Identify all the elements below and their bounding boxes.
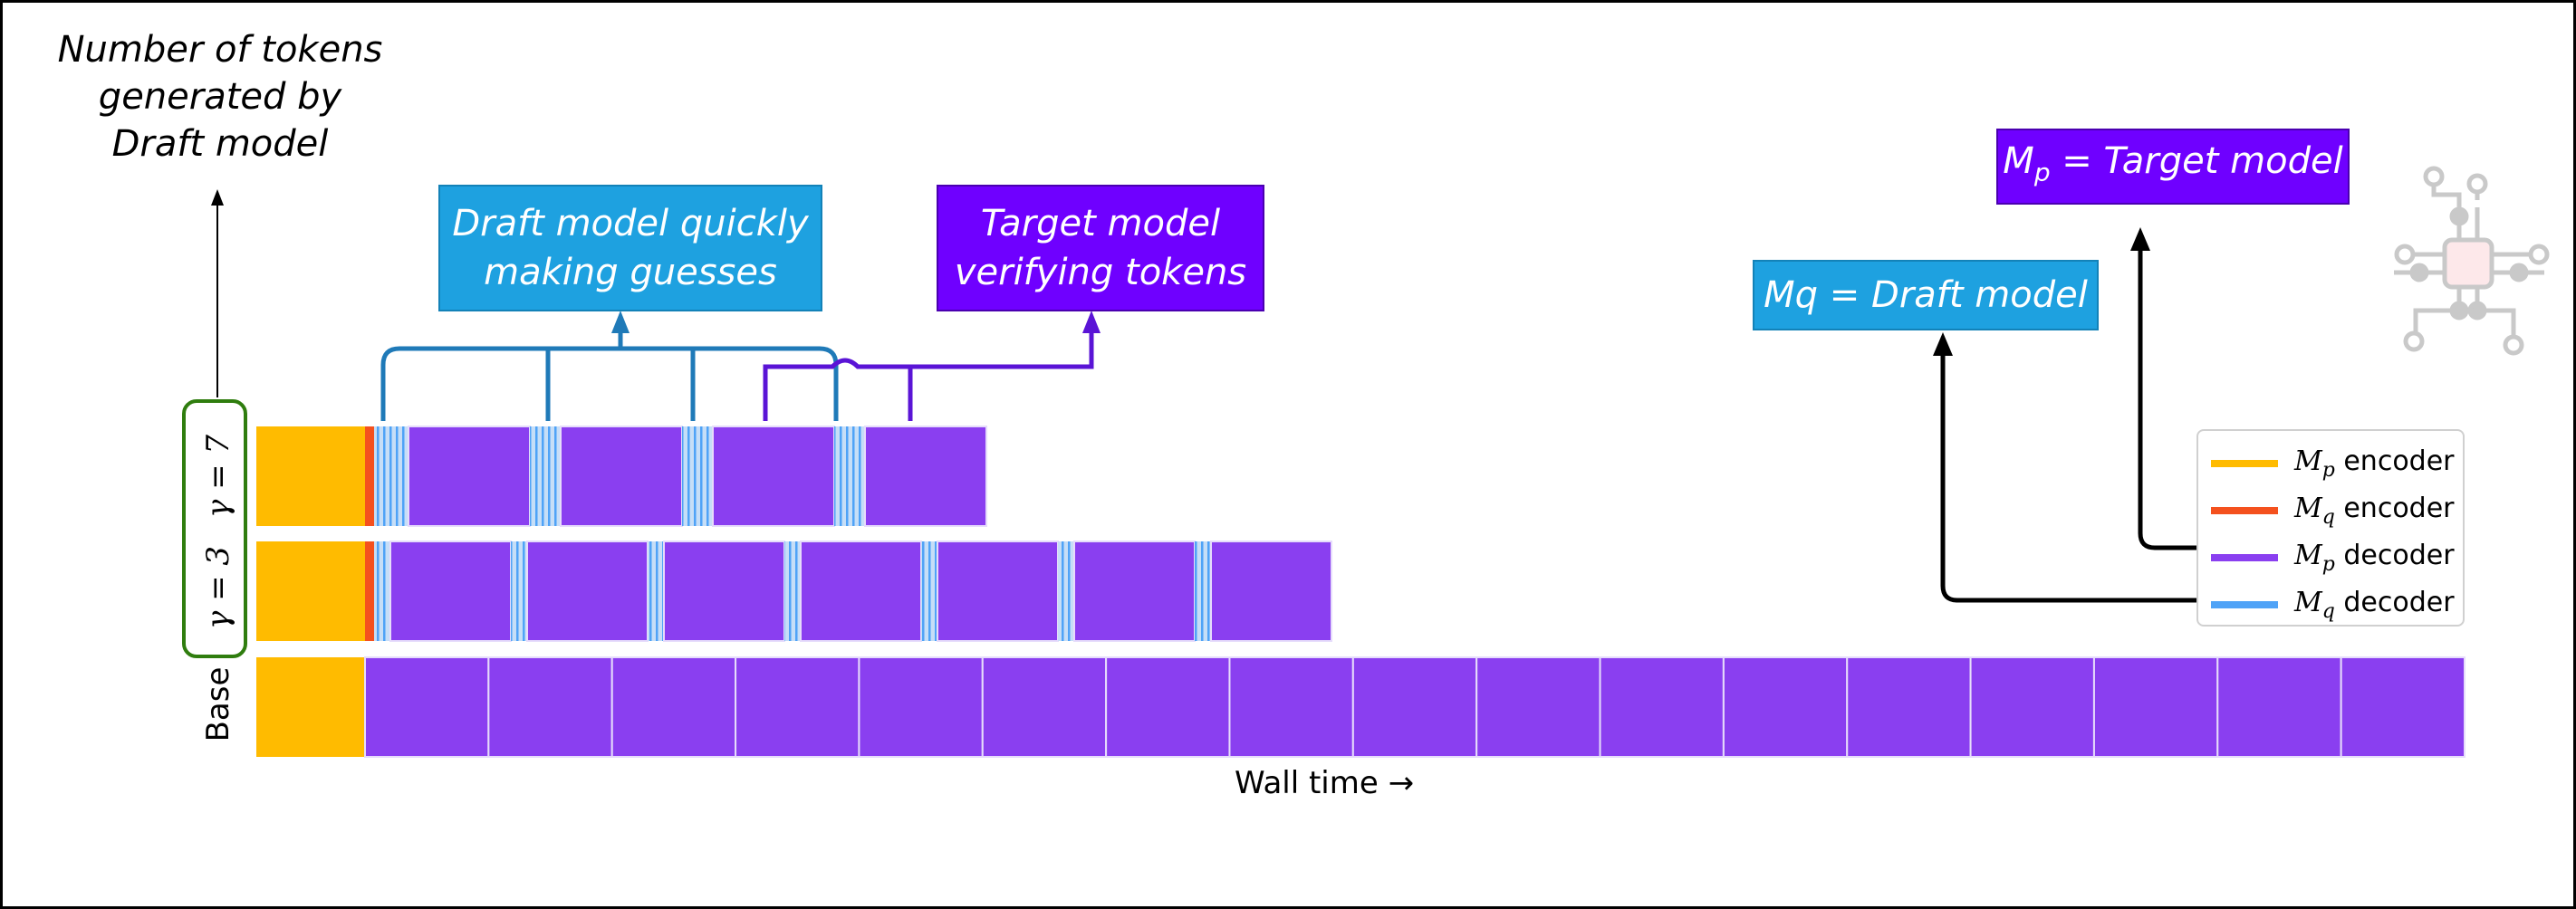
- mq-decoder-block: [1195, 541, 1211, 641]
- mp-decoder-block: [1599, 656, 1725, 758]
- mq-decoder-block: [530, 426, 561, 526]
- mq-decoder-block: [682, 426, 713, 526]
- target-bracket: [763, 324, 1094, 421]
- mq-decoder-block: [1058, 541, 1074, 641]
- draft-bracket: [380, 324, 839, 421]
- row-label-base: Base: [200, 666, 236, 742]
- row-label-gamma3: γ = 3: [200, 545, 236, 630]
- mq-definition-box: Mq = Draft model: [1753, 260, 2099, 330]
- legend-item-mp-decoder: Mp decoder: [2198, 534, 2463, 581]
- y-axis-title-line-1: Number of tokens: [57, 29, 383, 71]
- mp-decoder-block: [1351, 656, 1478, 758]
- mp-definition-box: Mp = Target model: [1996, 129, 2350, 205]
- mq-decoder-block: [511, 541, 527, 641]
- mp-decoder-block: [1105, 656, 1231, 758]
- y-axis-title-line-3: Draft model: [111, 123, 329, 165]
- mq-decoder-block: [784, 541, 801, 641]
- mq-encoder-block: [365, 426, 374, 526]
- y-axis-title: Number of tokens generated by Draft mode…: [39, 26, 401, 167]
- mp-definition-text: Mp = Target model: [2003, 139, 2343, 187]
- x-axis-label: Wall time →: [1235, 765, 1415, 801]
- mp-decoder-block: [1475, 656, 1601, 758]
- mq-encoder-block: [365, 541, 374, 641]
- mq-decoder-block: [374, 426, 409, 526]
- mq-decoder-block: [834, 426, 865, 526]
- mq-decoder-block: [921, 541, 937, 641]
- legend-item-mp-encoder: Mp encoder: [2198, 440, 2463, 487]
- mp-decoder-block: [2340, 656, 2465, 758]
- mp-decoder-block: [526, 541, 649, 642]
- mp-decoder-block: [800, 541, 922, 642]
- target-annotation-line-1: Target model: [980, 203, 1221, 244]
- mp-decoder-block: [937, 541, 1059, 642]
- timeline-diagram: [211, 166, 2550, 758]
- mp-decoder-block: [735, 656, 860, 758]
- mp-decoder-block: [2216, 656, 2342, 758]
- mp-decoder-block: [389, 541, 512, 642]
- y-axis-title-line-2: generated by: [98, 76, 342, 118]
- mq-arrow: [1940, 351, 2196, 603]
- mp-decoder-block: [663, 541, 785, 642]
- legend: Mp encoder Mq encoder Mp decoder Mq deco…: [2196, 429, 2465, 627]
- mq-decoder-block: [648, 541, 664, 641]
- mp-decoder-block: [487, 656, 613, 758]
- mp-decoder-block: [858, 656, 984, 758]
- mp-decoder-block: [1228, 656, 1354, 758]
- mp-decoder-block: [364, 656, 490, 758]
- legend-item-mq-encoder: Mq encoder: [2198, 487, 2463, 534]
- mp-decoder-block: [1073, 541, 1196, 642]
- mp-encoder-block: [256, 426, 365, 526]
- draft-bracket-arrowhead: [611, 311, 630, 333]
- mp-decoder-block: [1969, 656, 2095, 758]
- mp-decoder-block: [981, 656, 1108, 758]
- mp-encoder-block: [256, 657, 365, 757]
- mp-encoder-block: [256, 541, 365, 641]
- chip-circuit-icon: [2394, 166, 2550, 356]
- mp-arrow: [2138, 247, 2196, 550]
- mp-decoder-block: [1722, 656, 1849, 758]
- target-bracket-arrowhead: [1082, 311, 1101, 333]
- gamma-group-box: [182, 399, 247, 658]
- mq-definition-text: Mq = Draft model: [1764, 274, 2088, 316]
- draft-annotation-line-2: making guesses: [484, 252, 777, 293]
- mq-decoder-block: [374, 541, 390, 641]
- target-annotation-box: Target model verifying tokens: [937, 185, 1264, 311]
- mp-decoder-block: [1210, 541, 1332, 642]
- mp-decoder-block: [712, 426, 835, 527]
- mp-decoder-block: [864, 426, 987, 527]
- row-label-gamma7: γ = 7: [200, 434, 236, 519]
- mp-decoder-block: [560, 426, 683, 527]
- draft-annotation-box: Draft model quickly making guesses: [438, 185, 822, 311]
- target-annotation-line-2: verifying tokens: [954, 252, 1247, 293]
- mp-decoder-block: [610, 656, 737, 758]
- draft-annotation-line-1: Draft model quickly: [452, 203, 809, 244]
- mp-decoder-block: [2092, 656, 2219, 758]
- mp-decoder-block: [1846, 656, 1972, 758]
- legend-item-mq-decoder: Mq decoder: [2198, 581, 2463, 628]
- mp-decoder-block: [408, 426, 531, 527]
